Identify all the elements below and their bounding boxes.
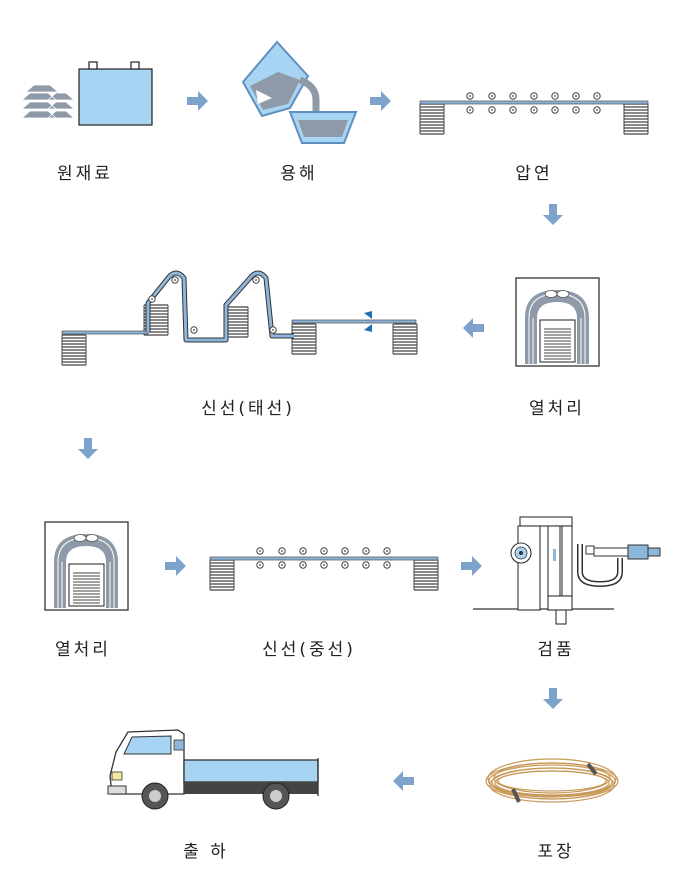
flow-arrow-left bbox=[463, 318, 484, 338]
step-label-melting: 용해 bbox=[280, 164, 318, 184]
wire-drawing-medium-icon bbox=[209, 547, 439, 591]
step-label-heat-treatment-2: 열처리 bbox=[55, 640, 111, 660]
step-label-heat-treatment-1: 열처리 bbox=[529, 399, 585, 419]
flow-arrow-down bbox=[543, 204, 563, 225]
flow-arrow-right bbox=[165, 556, 186, 576]
inspection-icon bbox=[473, 516, 661, 625]
flow-arrow-down bbox=[543, 688, 563, 709]
flow-arrow-right bbox=[370, 91, 391, 111]
melting-icon bbox=[241, 40, 358, 144]
flow-arrow-down bbox=[78, 438, 98, 459]
step-label-raw-material: 원재료 bbox=[57, 164, 113, 184]
heat-treatment-1-icon bbox=[515, 277, 600, 367]
step-label-packing: 포장 bbox=[537, 842, 575, 862]
truck-icon bbox=[107, 729, 319, 810]
step-label-rolling: 압연 bbox=[515, 164, 553, 184]
rolling-icon bbox=[419, 92, 649, 135]
step-label-wire-drawing-coarse: 신선(태선) bbox=[201, 399, 295, 419]
flow-arrow-left bbox=[393, 771, 414, 791]
step-label-wire-drawing-medium: 신선(중선) bbox=[262, 640, 356, 660]
wire-drawing-coarse-icon bbox=[61, 270, 418, 366]
step-label-inspection: 검품 bbox=[537, 640, 575, 660]
heat-treatment-2-icon bbox=[44, 521, 129, 611]
flow-arrow-right bbox=[461, 556, 482, 576]
packing-icon bbox=[485, 758, 619, 803]
step-label-shipping: 출 하 bbox=[183, 842, 229, 862]
flow-arrow-right bbox=[187, 91, 208, 111]
raw-material-icon bbox=[20, 61, 153, 126]
